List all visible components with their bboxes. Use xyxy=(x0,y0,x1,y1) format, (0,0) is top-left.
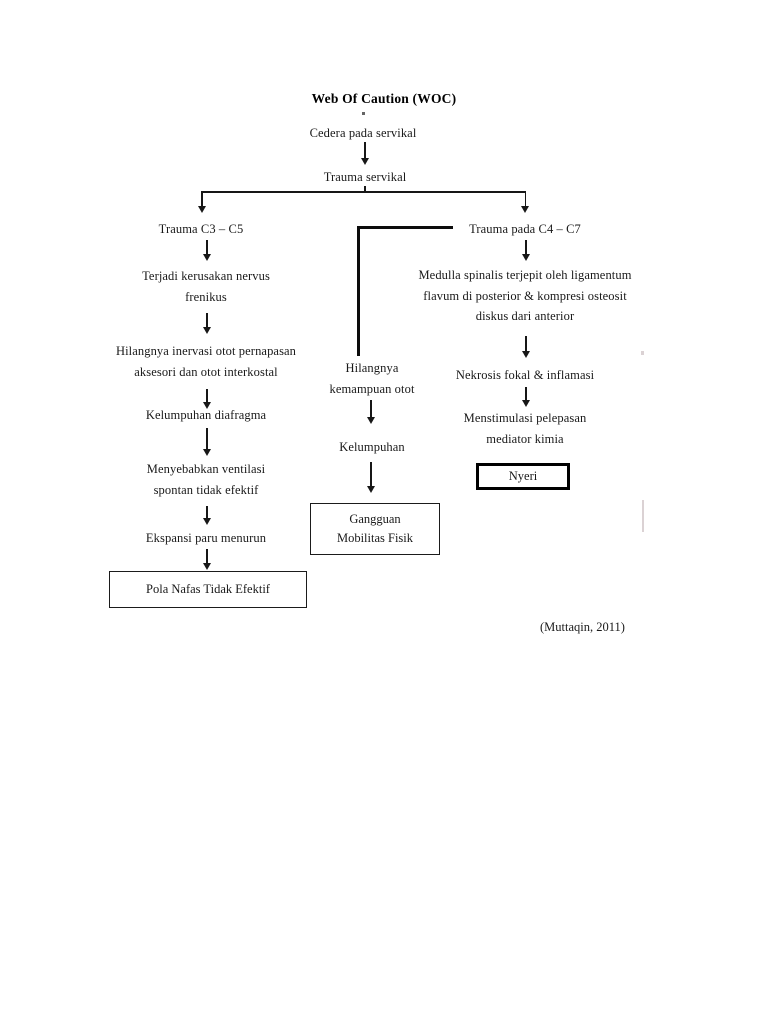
connector-left-6 xyxy=(206,549,208,565)
node-menstimulasi-pelepasan-mediator-kimia: Menstimulasi pelepasan mediator kimia xyxy=(463,411,587,446)
node-hilangnya-inervasi-otot-pernapasan: Hilangnya inervasi otot pernapasan akses… xyxy=(115,344,297,379)
node-trauma-servikal: Trauma servikal xyxy=(323,170,407,184)
connector-right-2 xyxy=(525,336,527,355)
connector-root-to-trauma xyxy=(364,142,366,162)
node-nekrosis-fokal-inflamasi: Nekrosis fokal & inflamasi xyxy=(455,368,595,382)
connector-c4c7-to-middle-vertical xyxy=(357,226,361,356)
node-medulla-spinalis-terjepit: Medulla spinalis terjepit oleh ligamentu… xyxy=(418,268,632,324)
connector-trauma-to-split xyxy=(364,186,366,192)
connector-left-3 xyxy=(206,389,208,406)
scan-artifact-dot xyxy=(641,351,644,355)
arrowhead-left-3 xyxy=(202,402,211,409)
connector-left-2 xyxy=(206,313,208,331)
node-menyebabkan-ventilasi-spontan-tidak-efektif: Menyebabkan ventilasi spontan tidak efek… xyxy=(146,462,266,497)
arrowhead-right-1 xyxy=(521,254,530,261)
connector-left-4 xyxy=(206,428,208,453)
connector-left-5 xyxy=(206,506,208,522)
arrowhead-middle-2 xyxy=(366,486,375,493)
outcome-box-pola-nafas-tidak-efektif[interactable]: Pola Nafas Tidak Efektif xyxy=(109,571,307,608)
scan-artifact-line xyxy=(641,500,644,532)
arrowhead-root-to-trauma xyxy=(360,158,369,165)
node-terjadi-kerusakan-nervus-frenikus: Terjadi kerusakan nervus frenikus xyxy=(142,269,270,304)
arrowhead-left-4 xyxy=(202,449,211,456)
split-bar xyxy=(201,191,526,193)
connector-split-to-right-branch xyxy=(524,191,527,210)
connector-middle-2 xyxy=(370,462,372,490)
node-hilangnya-kemampuan-otot: Hilangnya kemampuan otot xyxy=(329,361,415,396)
connector-right-3 xyxy=(525,387,527,404)
arrowhead-split-left xyxy=(197,206,206,213)
outcome-box-gangguan-mobilitas-fisik[interactable]: Gangguan Mobilitas Fisik xyxy=(310,503,440,555)
node-trauma-c4-c7: Trauma pada C4 – C7 xyxy=(469,222,581,236)
connector-c4c7-to-middle-horizontal xyxy=(357,226,453,230)
arrowhead-left-5 xyxy=(202,518,211,525)
node-trauma-c3-c5: Trauma C3 – C5 xyxy=(158,222,244,236)
page-title: Web Of Caution (WOC) xyxy=(311,91,457,106)
arrowhead-left-6 xyxy=(202,563,211,570)
connector-middle-1 xyxy=(370,400,372,421)
arrowhead-split-right xyxy=(521,206,529,213)
connector-split-to-left-branch xyxy=(201,191,203,210)
scan-artifact-tick xyxy=(362,112,365,115)
arrowhead-middle-1 xyxy=(366,417,375,424)
connector-right-1 xyxy=(525,240,527,258)
arrowhead-right-3 xyxy=(521,400,530,407)
node-kelumpuhan: Kelumpuhan xyxy=(339,440,405,454)
node-kelumpuhan-diafragma: Kelumpuhan diafragma xyxy=(145,408,267,422)
node-cedera-pada-servikal: Cedera pada servikal xyxy=(309,126,417,140)
arrowhead-left-2 xyxy=(202,327,211,334)
connector-left-1 xyxy=(206,240,208,258)
arrowhead-right-2 xyxy=(521,351,530,358)
outcome-box-nyeri[interactable]: Nyeri xyxy=(476,463,570,490)
citation: (Muttaqin, 2011) xyxy=(540,620,625,634)
arrowhead-left-1 xyxy=(202,254,211,261)
node-ekspansi-paru-menurun: Ekspansi paru menurun xyxy=(145,531,267,545)
